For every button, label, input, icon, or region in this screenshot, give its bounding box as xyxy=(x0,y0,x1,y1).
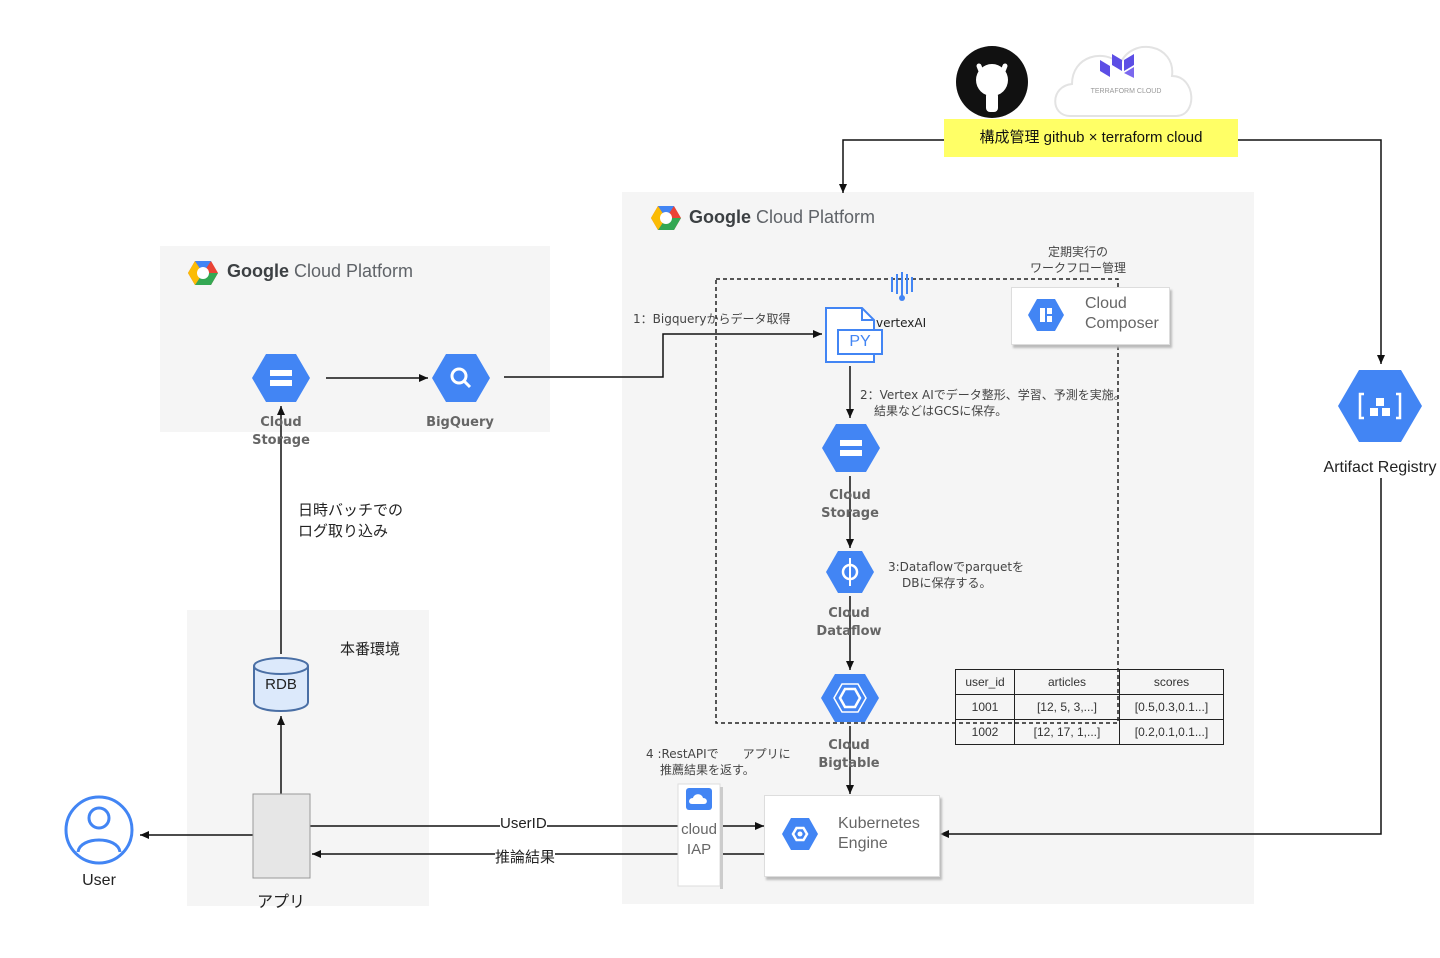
step4-note: 4 :RestAPIで アプリに 推薦結果を返す。 xyxy=(646,746,791,778)
user-icon xyxy=(64,795,134,865)
result-flow-label: 推論結果 xyxy=(495,846,556,867)
table-cell: 1002 xyxy=(955,719,1015,745)
composer-note: 定期実行の ワークフロー管理 xyxy=(1030,245,1127,275)
vertex-ai-label: vertexAI xyxy=(876,316,927,330)
userid-flow-label: UserID xyxy=(500,815,547,832)
table-row: 1001 [12, 5, 3,...] [0.5,0.3,0.1...] xyxy=(955,694,1224,720)
py-label: PY xyxy=(849,333,871,350)
gcp-left-panel xyxy=(160,246,550,432)
step1-note: 1：Bigqueryからデータ取得 xyxy=(633,312,791,326)
arrow-config-to-artifact xyxy=(1238,139,1385,364)
cloud-storage-main-label: Cloud Storage xyxy=(821,488,879,521)
step4-line2: 推薦結果を返す。 xyxy=(660,763,755,777)
table-header-cell: user_id xyxy=(955,669,1015,695)
cloud-storage-left-label: Cloud Storage xyxy=(252,415,310,448)
table-header-cell: scores xyxy=(1119,669,1224,695)
step2-note: 2：Vertex AIでデータ整形、学習、予測を実施。 結果などはGCSに保存。 xyxy=(860,387,1126,419)
bigquery-label: BigQuery xyxy=(426,415,494,430)
table-cell: 1001 xyxy=(955,694,1015,720)
gcp-left-title: Google Cloud Platform xyxy=(227,261,414,281)
cloud-dataflow-label: Cloud Dataflow xyxy=(816,606,882,639)
table-header-row: user_id articles scores xyxy=(955,669,1224,695)
app-box xyxy=(252,793,311,879)
step3-line2: DBに保存する。 xyxy=(902,576,992,590)
step3-note: 3:Dataflowでparquetを DBに保存する。 xyxy=(888,559,1024,591)
step2-line2: 結果などはGCSに保存。 xyxy=(874,404,1008,418)
kubernetes-engine-icon xyxy=(782,818,818,850)
cloud-dataflow-icon xyxy=(826,551,874,593)
user-label: User xyxy=(82,872,116,889)
rdb-icon xyxy=(253,657,309,712)
github-icon xyxy=(956,46,1028,118)
cloud-icon xyxy=(686,788,712,810)
vertex-ai-icon xyxy=(891,272,913,301)
arrow-artifact-to-gke xyxy=(940,478,1382,838)
batch-line2: ログ取り込み xyxy=(298,522,389,540)
step4-line1: 4 :RestAPIで アプリに xyxy=(646,747,791,761)
table-cell: [12, 5, 3,...] xyxy=(1014,694,1120,720)
prod-env-title: 本番環境 xyxy=(340,640,401,658)
batch-note: 日時バッチでの ログ取り込み xyxy=(298,500,403,542)
table-header-cell: articles xyxy=(1014,669,1120,695)
table-cell: [0.2,0.1,0.1...] xyxy=(1119,719,1224,745)
bigquery-icon xyxy=(432,354,490,402)
arrow-bigquery-to-vertex xyxy=(504,330,822,378)
bigtable-sample-table: user_id articles scores 1001 [12, 5, 3,.… xyxy=(955,669,1224,745)
cloud-storage-main-icon xyxy=(822,424,880,472)
rdb-label: RDB xyxy=(265,676,297,693)
artifact-registry-label: Artifact Registry xyxy=(1323,459,1437,476)
kubernetes-engine-label: Kubernetes Engine xyxy=(838,815,920,852)
python-file-icon xyxy=(825,307,883,363)
gcp-main-title: Google Cloud Platform xyxy=(689,207,876,227)
cloud-composer-icon xyxy=(1028,299,1064,331)
composer-workflow-boundary xyxy=(715,278,1119,724)
cloud-storage-left-icon xyxy=(252,354,310,402)
cloud-bigtable-icon xyxy=(821,674,879,722)
gcp-logo-icon xyxy=(187,259,219,287)
cloud-bigtable-label: Cloud Bigtable xyxy=(818,738,880,771)
arrow-config-to-gcp xyxy=(839,139,944,193)
artifact-registry-icon xyxy=(1338,370,1422,442)
cloud-composer-label: Cloud Composer xyxy=(1085,295,1159,332)
terraform-cloud-text: TERRAFORM CLOUD xyxy=(1090,88,1162,95)
terraform-cloud-icon xyxy=(1054,46,1193,117)
step2-line1: 2：Vertex AIでデータ整形、学習、予測を実施。 xyxy=(860,388,1126,402)
config-management-label: 構成管理 github × terraform cloud xyxy=(944,119,1238,157)
table-cell: [0.5,0.3,0.1...] xyxy=(1119,694,1224,720)
table-row: 1002 [12, 17, 1,...] [0.2,0.1,0.1...] xyxy=(955,719,1224,745)
batch-line1: 日時バッチでの xyxy=(298,501,404,519)
table-cell: [12, 17, 1,...] xyxy=(1014,719,1120,745)
step3-line1: 3:Dataflowでparquetを xyxy=(888,560,1025,574)
app-label: アプリ xyxy=(256,892,305,911)
cloud-iap-label: cloud IAP xyxy=(681,821,717,858)
gcp-logo-icon xyxy=(650,204,682,232)
